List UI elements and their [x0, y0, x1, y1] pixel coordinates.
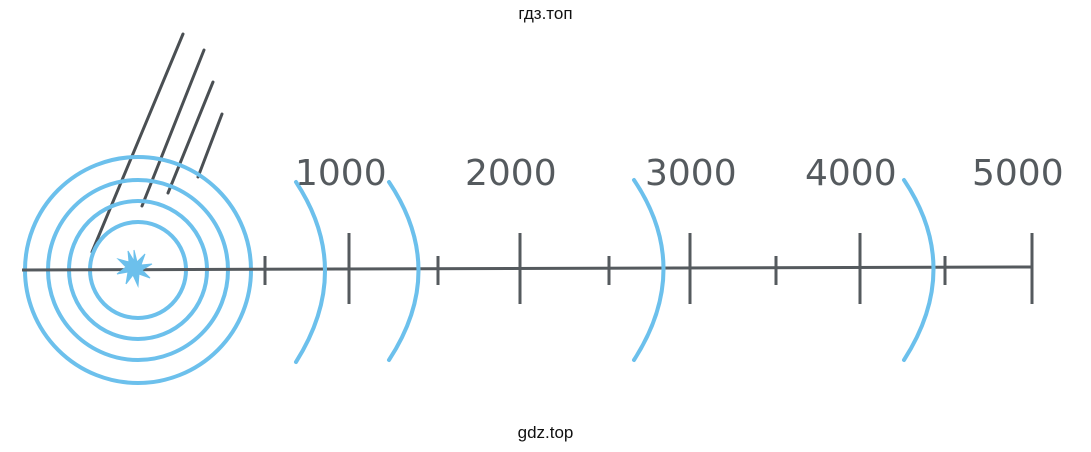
ray-4	[196, 112, 224, 179]
minor-ticks	[263, 256, 947, 285]
watermark-bottom: gdz.top	[517, 423, 574, 442]
wave-arc-3	[632, 178, 666, 362]
major-ticks	[347, 233, 1034, 304]
scale-label-4000: 4000	[805, 153, 897, 194]
watermark-top: гдз.топ	[518, 4, 573, 23]
source-star-icon	[116, 249, 153, 288]
scale-labels: 1000 2000 3000 4000 5000	[295, 153, 1064, 194]
wave-arc-1	[294, 180, 327, 364]
scale-label-2000: 2000	[465, 153, 557, 194]
distance-axis	[21, 265, 1033, 272]
scale-label-5000: 5000	[972, 153, 1064, 194]
wave-arcs	[294, 178, 936, 364]
wave-arc-2	[387, 180, 421, 362]
scale-label-3000: 3000	[645, 153, 737, 194]
scale-label-1000: 1000	[295, 153, 387, 194]
incoming-rays	[90, 32, 224, 254]
ray-1	[90, 32, 185, 254]
ray-3	[166, 80, 215, 195]
wave-arc-4	[902, 178, 936, 362]
